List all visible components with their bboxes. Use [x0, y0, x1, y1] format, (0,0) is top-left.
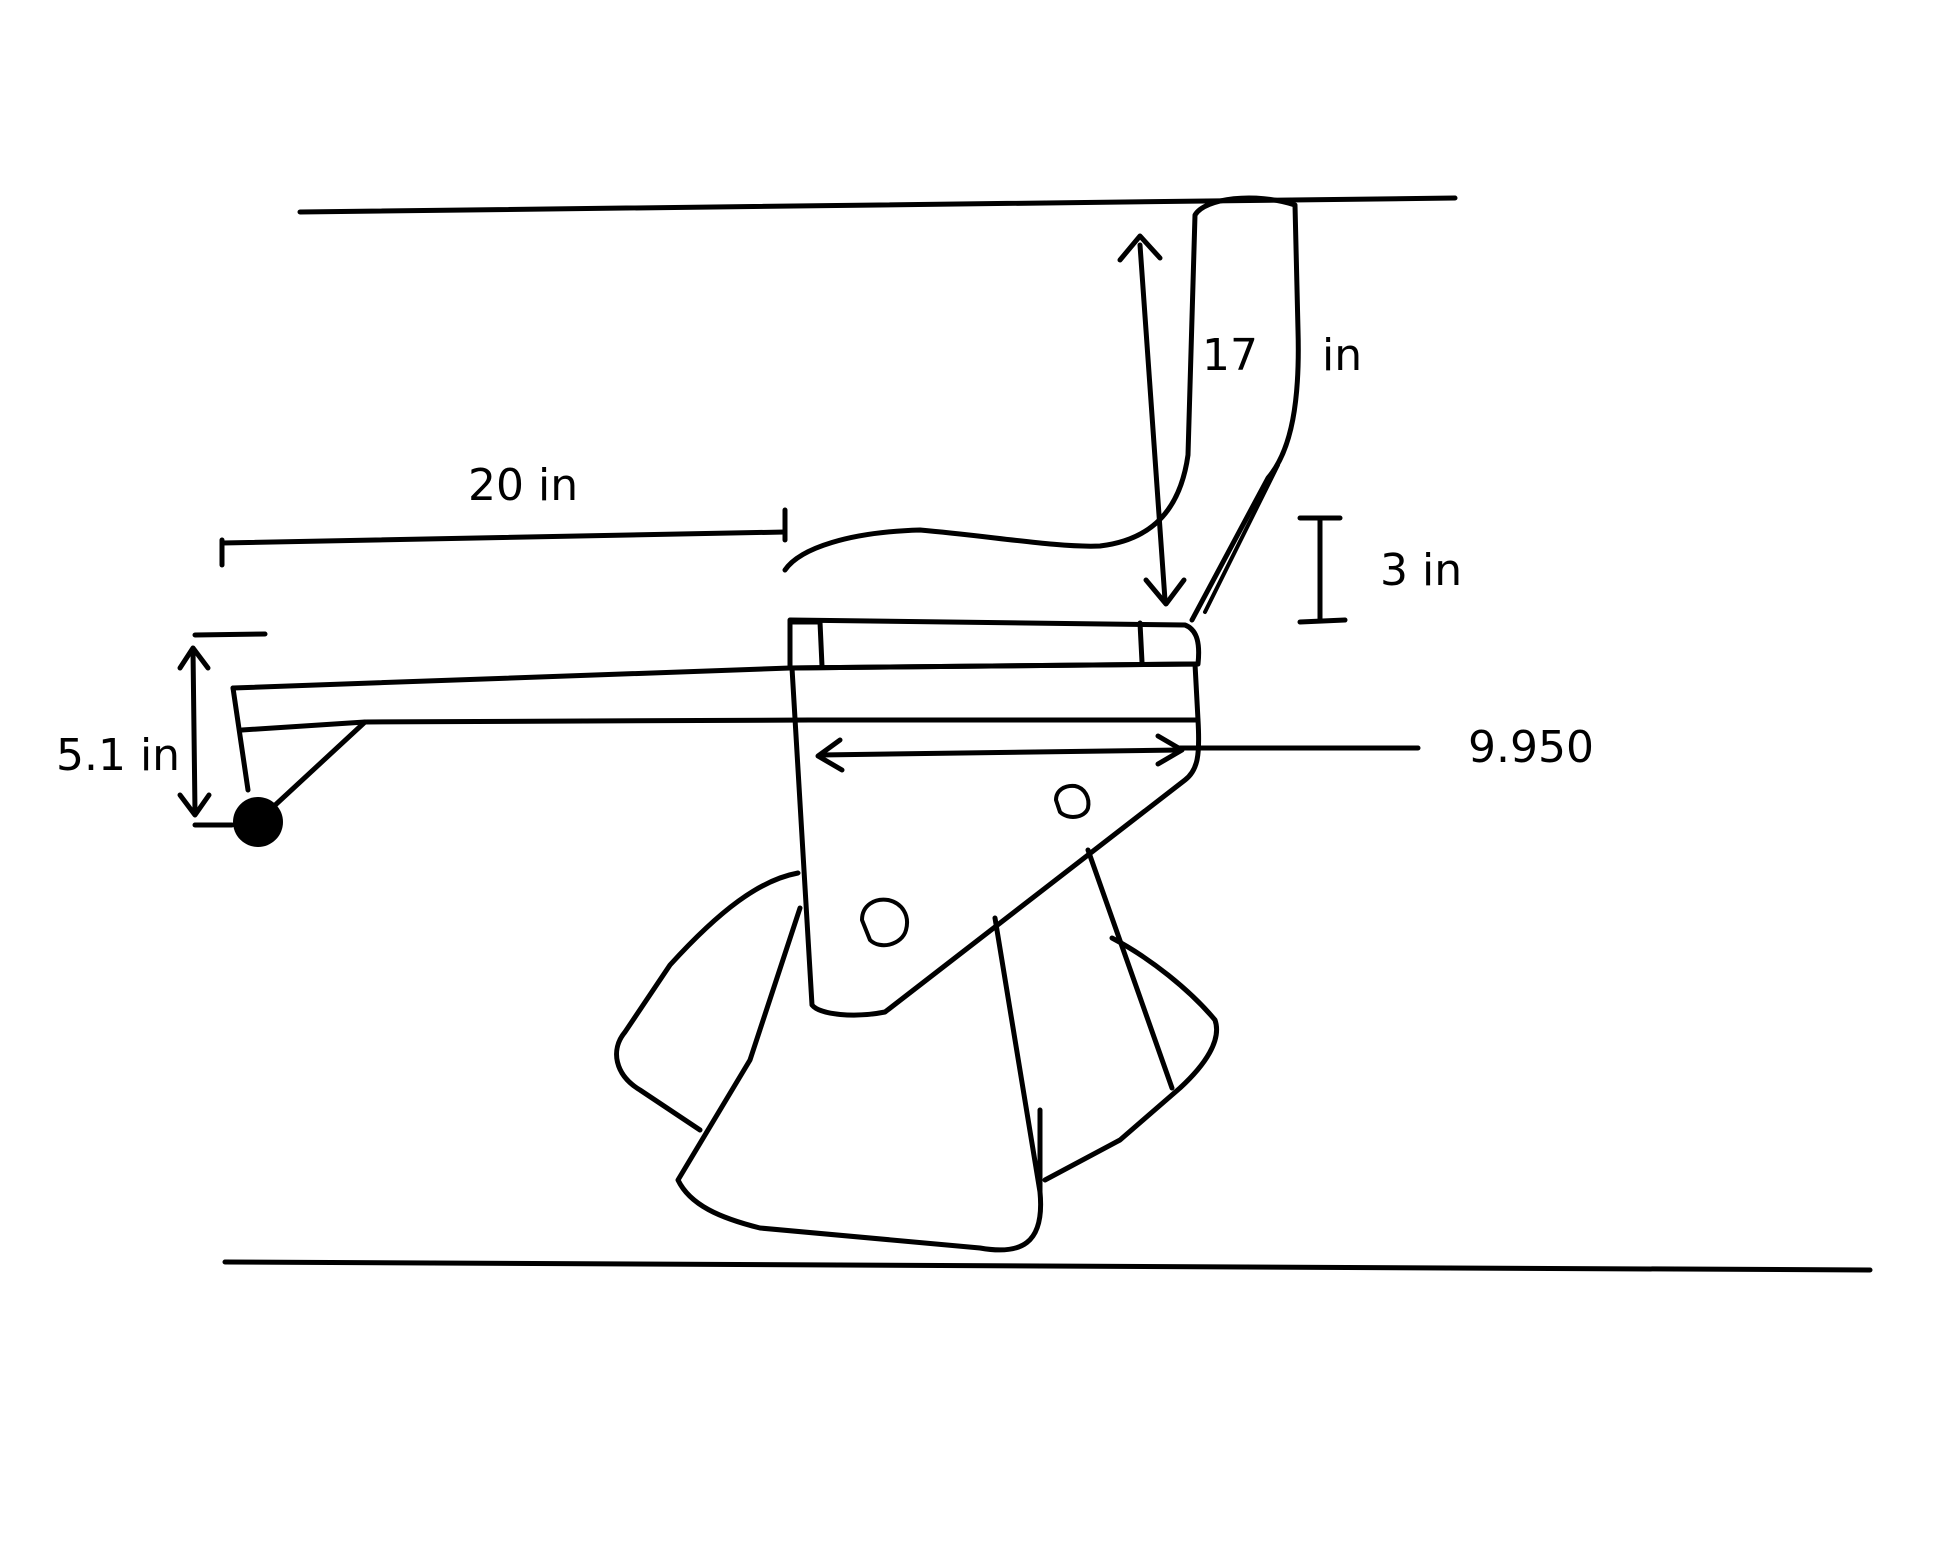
arm-length-dimension: 20 in: [219, 460, 788, 568]
bracket-hole-small: [1054, 783, 1091, 819]
backrest-edge: [1203, 463, 1280, 614]
armrest-strut: [269, 719, 368, 811]
post-height-dimension: 17 in: [1117, 233, 1362, 607]
arm-drop-dimension: 5.1 in: [56, 631, 268, 828]
arm-drop-label: 5.1 in: [56, 730, 180, 781]
seat-width-dimension: 9.950: [815, 722, 1594, 773]
armrest-tip: [230, 685, 251, 793]
seat-cushion: [787, 617, 1202, 671]
seat-block-right: [1137, 620, 1145, 665]
armrest: [230, 661, 1201, 733]
seat-width-label: 9.950: [1468, 722, 1594, 773]
caster-wheel: [233, 797, 283, 847]
post-height-number: 17: [1202, 330, 1258, 381]
post-offset-label: 3 in: [1380, 545, 1462, 596]
seat-bracket: [789, 665, 1202, 1018]
post-height-unit: in: [1322, 330, 1362, 381]
seat-block-left: [787, 619, 825, 669]
bracket-hole-large: [860, 897, 909, 948]
arm-length-label: 20 in: [468, 460, 578, 511]
chair-base: [614, 847, 1219, 1253]
floor-line: [222, 1259, 1873, 1273]
backrest: [782, 195, 1301, 623]
post-offset-dimension: 3 in: [1297, 515, 1462, 625]
